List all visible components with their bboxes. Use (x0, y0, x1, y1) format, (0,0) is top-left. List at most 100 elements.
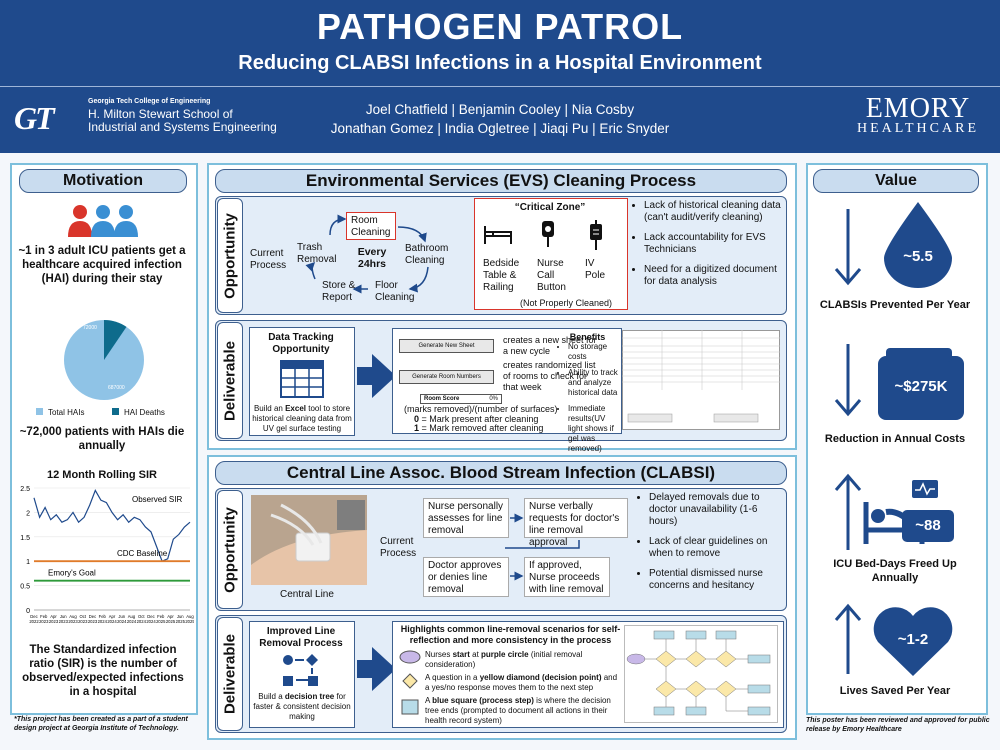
generate-rooms-button: Generate Room Numbers (399, 370, 494, 384)
evs-cycle-arrows (305, 214, 429, 294)
btn1-desc: creates a new sheet for a new cycle (503, 335, 597, 356)
y-tick-label: 1 (26, 559, 30, 566)
pie-legend-deaths: HAI Deaths (112, 407, 165, 419)
central-line-photo (251, 495, 367, 585)
benefits-list: No storage costsAbility to track and ana… (556, 342, 620, 462)
clabsi-current-process: Current Process (380, 536, 417, 559)
footer-right: This poster has been reviewed and approv… (806, 717, 990, 733)
motivation-title: Motivation (19, 169, 187, 193)
yellow-diamond-icon (402, 673, 418, 689)
clabsi-bullet: Delayed removals due to doctor unavailab… (649, 492, 782, 528)
evs-bullet: Need for a digitized document for data a… (644, 264, 782, 288)
evs-opportunity-bullets: Lack of historical cleaning data (can't … (632, 200, 782, 296)
evs-opportunity-label: Opportunity (217, 198, 243, 313)
emory-name: EMORY (865, 93, 971, 124)
chart-title: 12 Month Rolling SIR (47, 469, 157, 481)
down-arrow-icon (834, 344, 862, 417)
wallet-icon (878, 348, 964, 420)
value-num-2: ~$275K (894, 378, 948, 395)
mark-1: 1 = Mark removed after cleaning (414, 423, 544, 433)
legend-decision: A question in a yellow diamond (decision… (425, 673, 618, 692)
step-store-report: Store & Report (322, 280, 356, 303)
improved-box (249, 621, 355, 728)
critical-item-2: Nurse Call Button (537, 258, 566, 293)
evs-bullet: Lack accountability for EVS Technicians (644, 232, 782, 256)
value-label-3: ICU Bed-Days Freed Up Annually (833, 558, 957, 584)
pie-slice-deaths (104, 320, 127, 360)
y-tick-label: 1.5 (20, 535, 30, 542)
call-button-icon (542, 221, 554, 247)
legend-swatch-total (36, 408, 43, 415)
series-label: Observed SIR (132, 495, 182, 504)
benefits-title: Benefits (569, 332, 606, 342)
improved-title: Improved Line Removal Process (259, 626, 343, 649)
critical-title: “Critical Zone” (514, 202, 586, 213)
y-tick-label: 2.5 (20, 486, 30, 493)
poster-subtitle: Reducing CLABSI Infections in a Hospital… (238, 52, 762, 74)
decision-tree-preview (624, 625, 778, 723)
critical-item-3: IV Pole (585, 258, 606, 281)
clabsi-step-4: If approved, Nurse proceeds with line re… (524, 557, 610, 597)
spreadsheet-icon (280, 360, 324, 398)
evs-deliverable-label: Deliverable (217, 322, 243, 439)
cycle-center: Every 24hrs (357, 246, 387, 270)
clabsi-bullet: Potential dismissed nurse concerns and h… (649, 568, 782, 592)
down-arrow-icon (834, 209, 862, 286)
benefit: No storage costs (568, 342, 620, 362)
mark-0: 0 = Mark present after cleaning (414, 414, 539, 424)
y-tick-label: 0 (26, 608, 30, 615)
clabsi-bullet: Lack of clear guidelines on when to remo… (649, 536, 782, 560)
hospital-bed-icon (863, 480, 954, 544)
up-arrow-icon (834, 473, 862, 550)
legend-start: Nurses start at purple circle (initial r… (425, 650, 583, 669)
clabsi-opportunity-bullets: Delayed removals due to doctor unavailab… (637, 492, 782, 600)
pie-label-deaths: 72000 (83, 325, 97, 331)
clabsi-opportunity-label: Opportunity (217, 490, 243, 609)
blue-square-icon (401, 699, 419, 715)
author-band (0, 86, 1000, 153)
gt-logo: GT Georgia Tech College of Engineering H… (14, 96, 304, 146)
clabsi-step-2: Nurse verbally requests for doctor's lin… (524, 498, 628, 548)
decision-tree-icon (283, 654, 318, 686)
gt-school-1: H. Milton Stewart School of (88, 107, 233, 121)
value-label-2: Reduction in Annual Costs (824, 433, 966, 445)
emory-sub: HEALTHCARE (856, 121, 980, 136)
series-label: Emory's Goal (48, 569, 96, 578)
bed-icon (484, 226, 512, 244)
evs-arrow-body (357, 367, 373, 385)
iv-pole-icon (590, 220, 602, 250)
legend-swatch-deaths (112, 408, 119, 415)
evs-current-process: Current Process (250, 248, 287, 271)
evs-title: Environmental Services (EVS) Cleaning Pr… (215, 169, 787, 193)
value-num-3: ~88 (915, 517, 941, 534)
excel-sheet-preview (622, 330, 780, 430)
clabsi-flow-arrows (505, 513, 580, 581)
sir-description: The Standardized infection ratio (SIR) i… (22, 644, 184, 698)
emory-logo: EMORY HEALTHCARE (848, 93, 988, 137)
clabsi-deliverable-label: Deliverable (217, 617, 243, 731)
y-tick-label: 0.5 (20, 584, 30, 591)
value-title: Value (813, 169, 979, 193)
pie-label-total: 687000 (108, 385, 125, 391)
purple-circle-icon (399, 650, 421, 664)
critical-item-1: Bedside Table & Railing (483, 258, 520, 293)
highlights-title: Highlights common line-removal scenarios… (400, 624, 621, 645)
benefit: Immediate results(UV light shows if gel … (568, 404, 620, 454)
improved-desc: Build a decision tree for faster & consi… (253, 692, 351, 721)
evs-bullet: Lack of historical cleaning data (can't … (644, 200, 782, 224)
motivation-panel (10, 163, 198, 715)
step-trash-removal: Trash Removal (297, 242, 337, 265)
clabsi-step-3: Doctor approves or denies line removal (423, 557, 509, 597)
gt-college: Georgia Tech College of Engineering (88, 98, 211, 105)
